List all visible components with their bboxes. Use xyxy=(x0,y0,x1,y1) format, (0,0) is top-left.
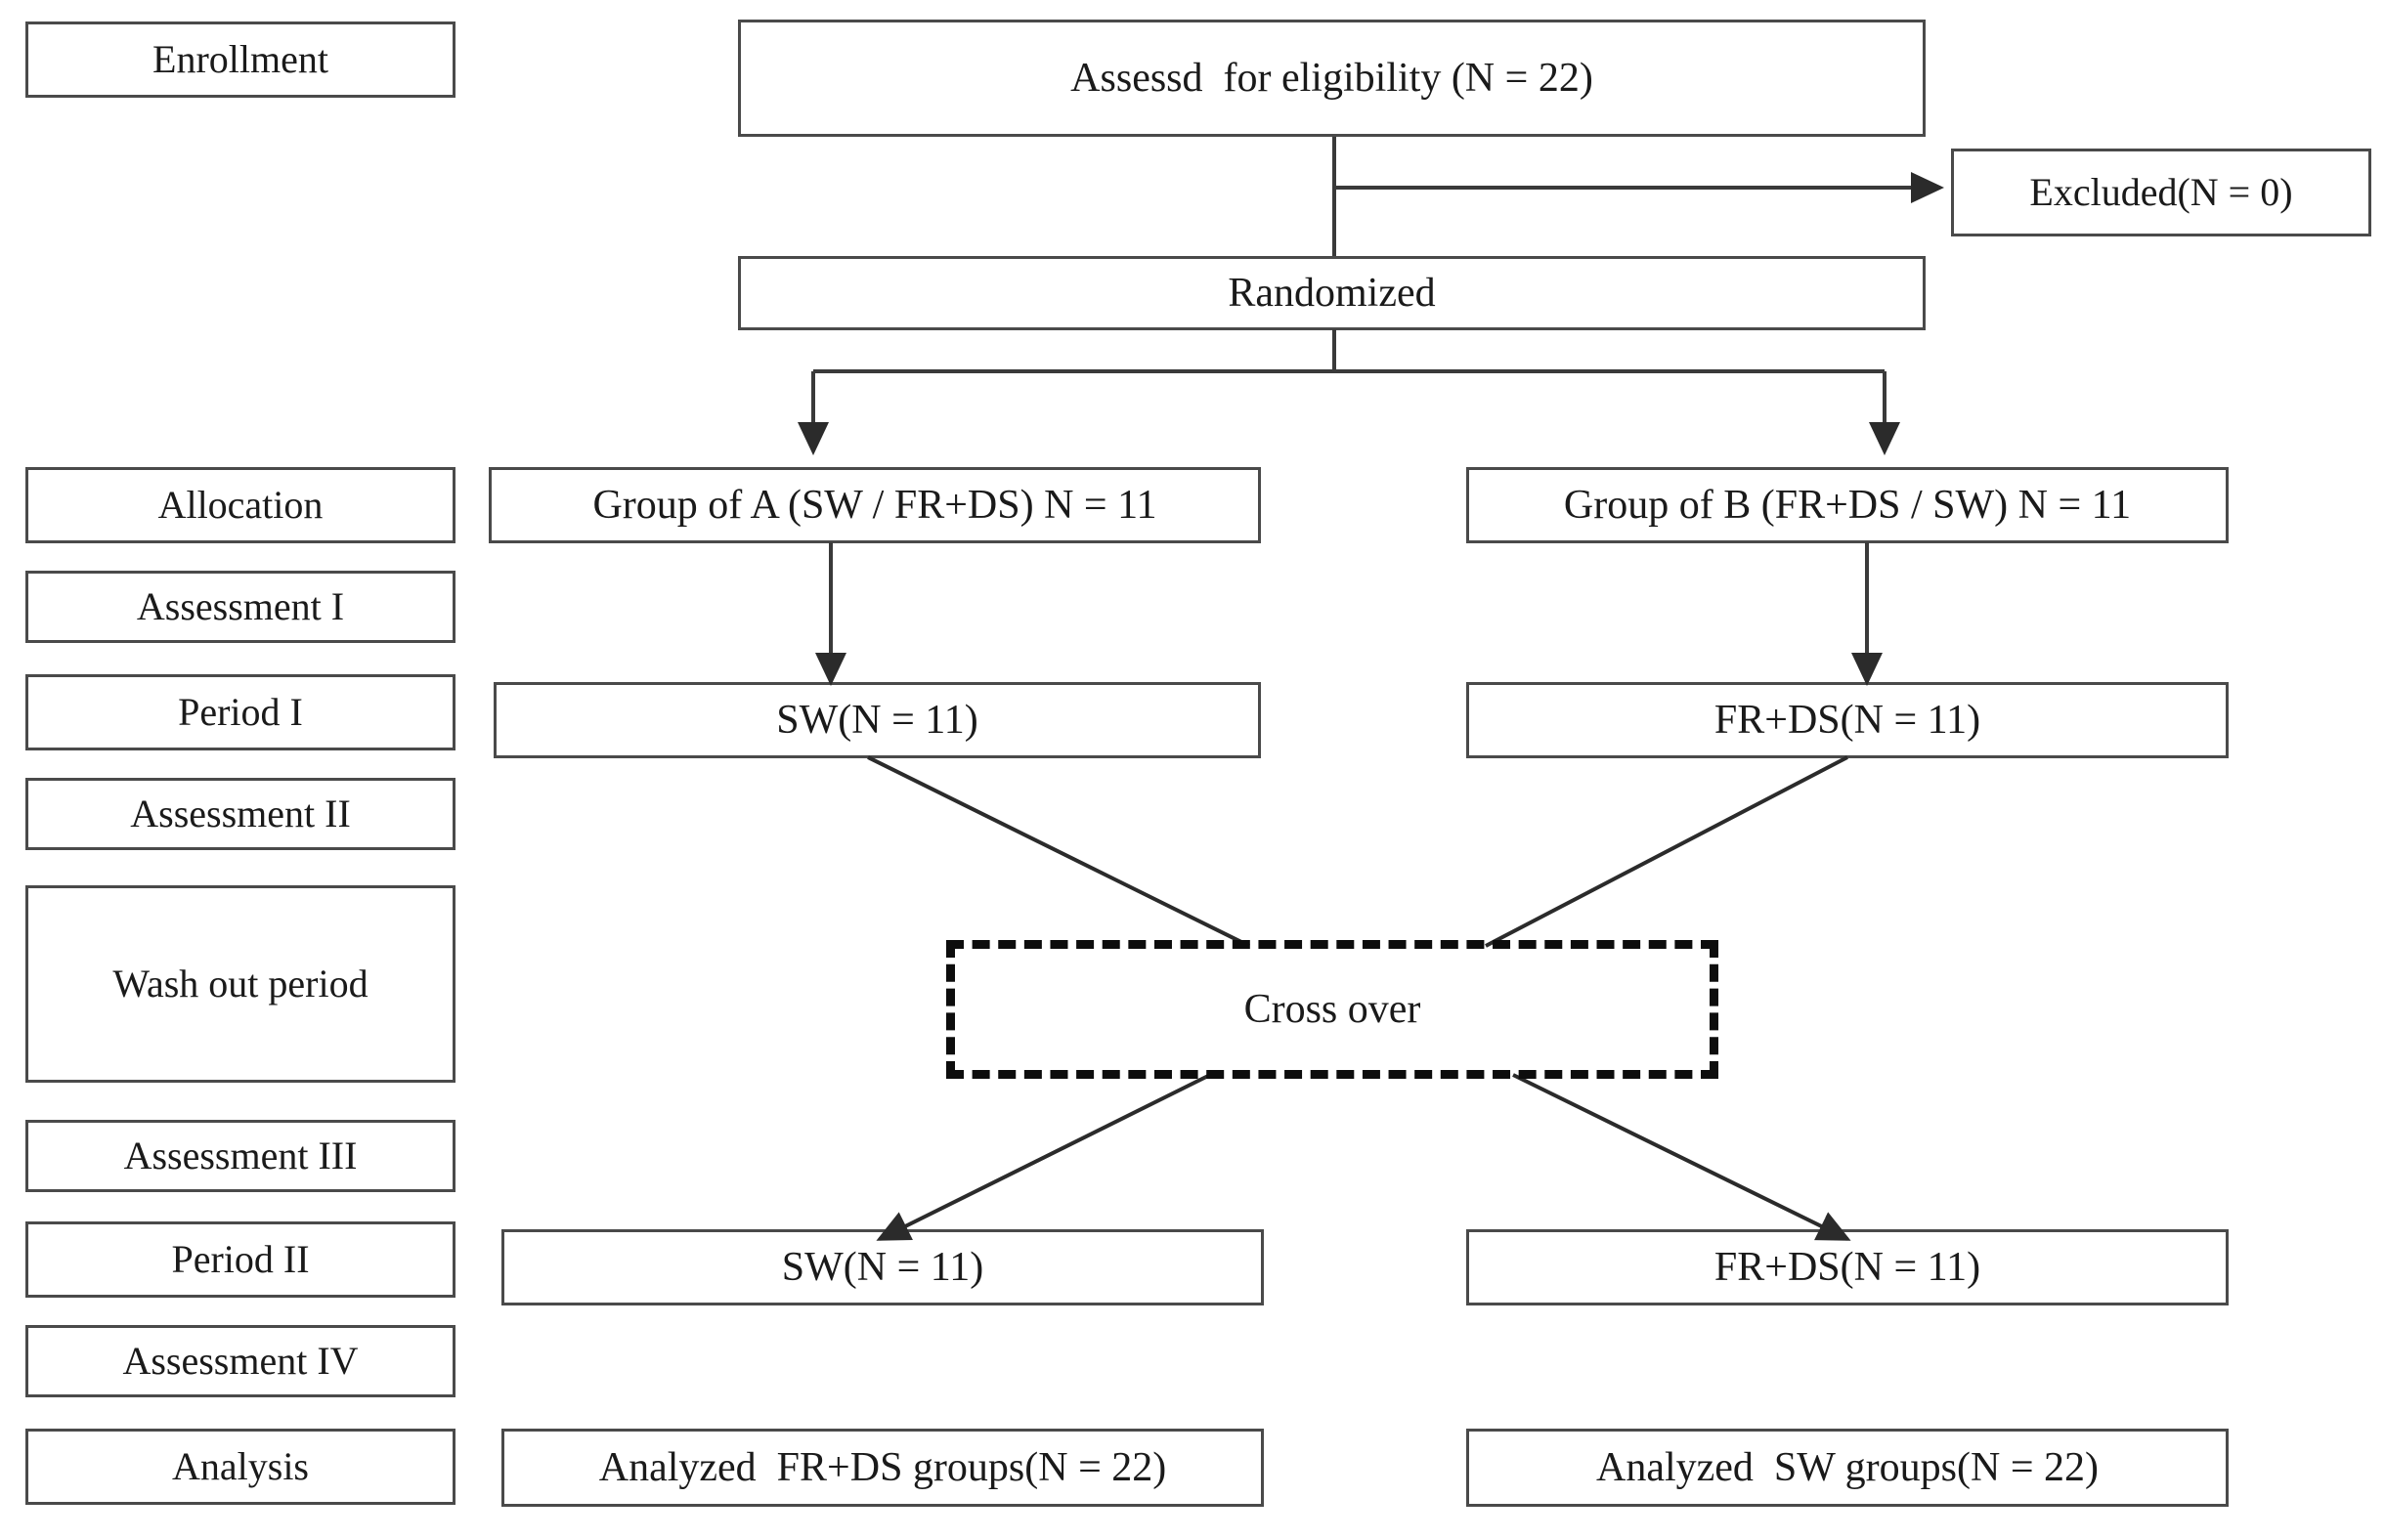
node-period2-right-frds: FR+DS(N = 11) xyxy=(1466,1229,2229,1305)
node-label: FR+DS(N = 11) xyxy=(1713,697,1981,743)
stage-label-text: Assessment I xyxy=(136,584,345,628)
node-group-b: Group of B (FR+DS / SW) N = 11 xyxy=(1466,467,2229,543)
node-label: SW(N = 11) xyxy=(781,1244,984,1290)
node-assessed-for-eligibility: Assessd for eligibility (N = 22) xyxy=(738,20,1926,137)
node-randomized: Randomized xyxy=(738,256,1926,330)
node-period1-left-sw: SW(N = 11) xyxy=(494,682,1261,758)
node-period2-left-sw: SW(N = 11) xyxy=(501,1229,1264,1305)
stage-label-allocation: Allocation xyxy=(25,467,455,543)
stage-label-text: Assessment IV xyxy=(122,1339,359,1383)
stage-label-text: Enrollment xyxy=(152,37,328,81)
node-analysis-right-sw: Analyzed SW groups(N = 22) xyxy=(1466,1429,2229,1507)
stage-label-text: Wash out period xyxy=(112,962,369,1005)
stage-label-analysis: Analysis xyxy=(25,1429,455,1505)
node-label: Randomized xyxy=(1228,270,1436,316)
line-crossover-to-period2-right xyxy=(1512,1073,1851,1241)
node-period1-right-frds: FR+DS(N = 11) xyxy=(1466,682,2229,758)
node-label: SW(N = 11) xyxy=(776,697,978,743)
line-period1-right-to-crossover xyxy=(1485,755,1848,948)
stage-label-text: Assessment II xyxy=(130,791,351,835)
node-label: Group of B (FR+DS / SW) N = 11 xyxy=(1563,482,2132,528)
stage-label-text: Analysis xyxy=(172,1444,309,1488)
stage-label-assessment-1: Assessment I xyxy=(25,571,455,643)
stage-label-text: Period II xyxy=(171,1237,310,1281)
node-analysis-left-frds: Analyzed FR+DS groups(N = 22) xyxy=(501,1429,1264,1507)
stage-label-text: Allocation xyxy=(157,483,324,527)
stage-label-enrollment: Enrollment xyxy=(25,21,455,98)
node-label: Analyzed SW groups(N = 22) xyxy=(1596,1444,2099,1490)
node-label: Analyzed FR+DS groups(N = 22) xyxy=(598,1444,1167,1490)
node-label: Excluded(N = 0) xyxy=(2029,170,2293,214)
node-label: Assessd for eligibility (N = 22) xyxy=(1070,55,1593,101)
stage-label-wash-out-period: Wash out period xyxy=(25,885,455,1083)
stage-label-text: Period I xyxy=(178,690,303,734)
stage-label-assessment-3: Assessment III xyxy=(25,1120,455,1192)
stage-label-text: Assessment III xyxy=(123,1134,358,1177)
line-crossover-to-period2-left xyxy=(876,1073,1211,1241)
stage-label-assessment-4: Assessment IV xyxy=(25,1325,455,1397)
node-label: Group of A (SW / FR+DS) N = 11 xyxy=(592,482,1157,528)
node-crossover: Cross over xyxy=(946,940,1718,1079)
stage-label-period-2: Period II xyxy=(25,1221,455,1298)
stage-label-assessment-2: Assessment II xyxy=(25,778,455,850)
node-excluded: Excluded(N = 0) xyxy=(1951,149,2371,236)
stage-label-period-1: Period I xyxy=(25,674,455,750)
node-label: Cross over xyxy=(1230,986,1435,1033)
node-group-a: Group of A (SW / FR+DS) N = 11 xyxy=(489,467,1261,543)
node-label: FR+DS(N = 11) xyxy=(1713,1244,1981,1290)
line-period1-left-to-crossover xyxy=(867,755,1250,948)
